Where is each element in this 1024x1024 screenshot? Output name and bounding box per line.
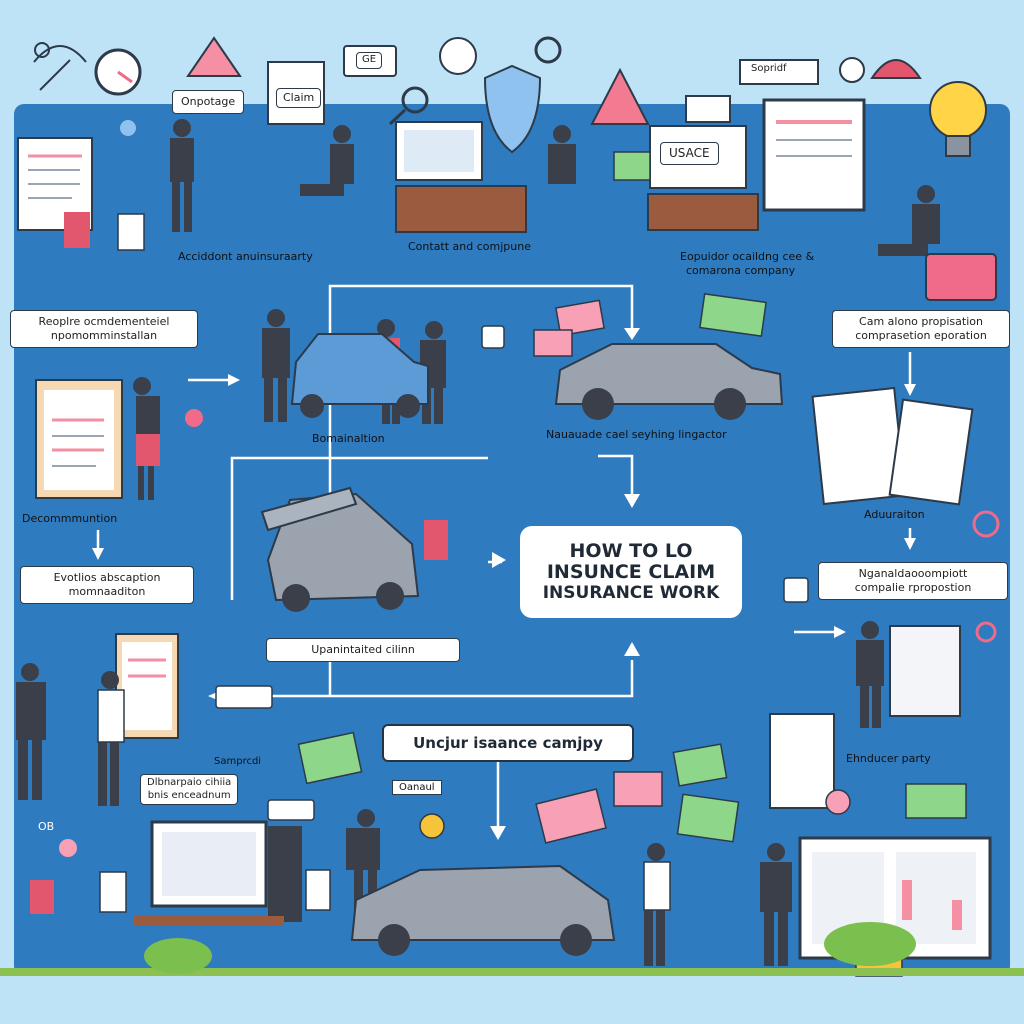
box-small-info-line2: bnis enceadnum <box>147 789 231 801</box>
box-people-docs-line1: Reoplre ocmdementeiel <box>38 315 170 328</box>
bush-left <box>144 938 212 974</box>
bottom-banner: Uncjur isaance camjpy <box>382 724 634 762</box>
desk-center-top <box>395 121 527 233</box>
shield-icon <box>483 64 542 154</box>
umbrella-icon <box>33 42 87 91</box>
caption-accident: Acciddont anuinsuraarty <box>178 250 313 263</box>
caption-review: Bomainaltion <box>312 432 385 445</box>
title-line2: INSUNCE CLAIM <box>546 561 716 584</box>
caption-evaluator-1: Eopuidor ocaildng cee & <box>680 250 815 263</box>
caption-adjuster: Nauauade cael seyhing lingactor <box>546 428 727 441</box>
caption-producer: Ehnducer party <box>846 752 931 765</box>
box-evaluation-line2: momnaaditon <box>68 584 146 598</box>
alert-triangle-icon <box>590 67 650 125</box>
lightbulb-icon <box>929 81 987 157</box>
coin-icon <box>419 813 445 839</box>
caption-ob: OB <box>38 820 55 833</box>
caption-adjustment: Aduuraiton <box>864 508 925 521</box>
box-small-info: Dlbnarpaio cihiia bnis enceadnum <box>140 774 239 805</box>
caption-contact: Contatt and comjpune <box>408 240 531 253</box>
box-company-proposal: Cam alono propisation comprasetion epora… <box>832 310 1010 348</box>
decor-dots <box>59 120 1000 857</box>
bush-right <box>824 922 916 966</box>
gauge-icon <box>94 48 142 96</box>
small-monitor-label: GE <box>356 52 383 69</box>
flow-arrowheads <box>92 328 916 840</box>
caption-documentation: Decommmuntion <box>22 512 118 525</box>
documents-right <box>769 386 974 809</box>
compass-icon <box>439 37 477 75</box>
large-monitor-right <box>762 98 866 212</box>
caption-payment-tag: Samprcdi <box>214 756 262 767</box>
claim-form-label: Claim <box>276 88 322 108</box>
sign-board-label: Sopridf <box>746 62 792 77</box>
tag-box-2 <box>267 799 315 821</box>
box-small-info-line1: Dlbnarpaio cihiia <box>147 777 232 788</box>
box-evaluation: Evotlios abscaption momnaaditon <box>20 566 194 604</box>
car-wrecked <box>260 486 420 612</box>
box-negotiation: Nganaldaooompiott compalie rpropostion <box>818 562 1008 600</box>
red-umbrella-icon <box>870 59 922 79</box>
diagram-title: HOW TO LO INSUNCE CLAIM INSURANCE WORK <box>520 526 742 618</box>
clipboard-icon-lower-left <box>115 633 179 739</box>
caption-small-tag: Oanaul <box>392 780 442 795</box>
money-bills <box>297 151 967 844</box>
box-uncompleted-claim: Upanintaited cilinn <box>266 638 460 662</box>
box-evaluation-line1: Evotlios abscaption <box>53 571 161 584</box>
title-line1: HOW TO LO <box>569 540 693 563</box>
dollar-icon <box>839 57 865 83</box>
car-review <box>290 333 429 418</box>
monitor-usace-label: USACE <box>660 142 719 165</box>
box-negotiation-line1: Nganaldaooompiott <box>858 567 968 580</box>
box-people-docs: Reoplre ocmdementeiel npomomminstallan <box>10 310 198 348</box>
tag-box-4 <box>783 577 809 603</box>
title-line3: INSURANCE WORK <box>542 582 720 603</box>
computer-lower-left <box>134 820 302 926</box>
clipboard-icon-left <box>35 379 123 499</box>
box-people-docs-line2: npomomminstallan <box>50 328 158 342</box>
car-damaged-bottom <box>350 864 616 956</box>
tag-box-1 <box>215 685 273 709</box>
ground-strip <box>0 968 1024 976</box>
speech-bubble-onpotage: Onpotage <box>172 90 245 114</box>
caption-evaluator-2: comarona company <box>686 264 796 277</box>
tag-box-3 <box>481 325 505 349</box>
briefcase-icon <box>925 253 997 301</box>
box-company-proposal-line2: comprasetion eporation <box>855 328 987 342</box>
gear-icon <box>534 36 562 64</box>
box-negotiation-line2: compalie rpropostion <box>854 580 972 594</box>
box-company-proposal-line1: Cam alono propisation <box>859 315 983 328</box>
warning-icon <box>186 36 242 77</box>
magnifier-icon <box>388 86 429 126</box>
car-adjuster <box>554 343 784 420</box>
